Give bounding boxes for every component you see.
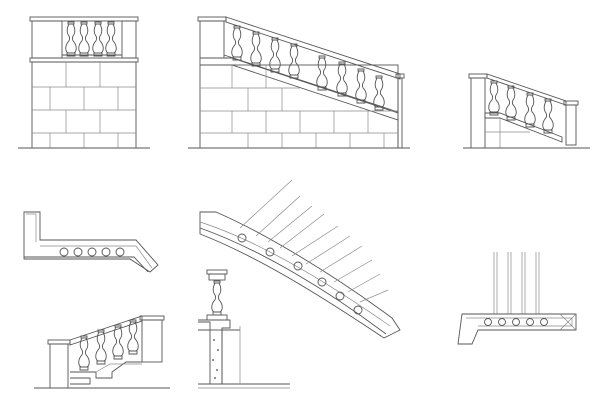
corner-plan-left [23,211,159,273]
tread-lines [493,252,540,314]
curved-stair-plan [199,179,401,339]
corner-plan-right [457,252,577,345]
baluster-row [488,80,554,134]
baluster-row [65,21,117,57]
front-elevation-straight [18,16,150,149]
front-elevation-stair [188,16,410,149]
stair-rail-lower [34,315,170,389]
concrete-hatch [211,338,220,380]
baluster-circle-row [484,318,548,326]
baluster-row [231,25,385,111]
small-stair-elevation [463,73,590,149]
baluster-circle-row [237,233,363,315]
baluster-circle-row [59,247,125,257]
section-detail [198,269,290,389]
tread-lines [239,179,389,303]
